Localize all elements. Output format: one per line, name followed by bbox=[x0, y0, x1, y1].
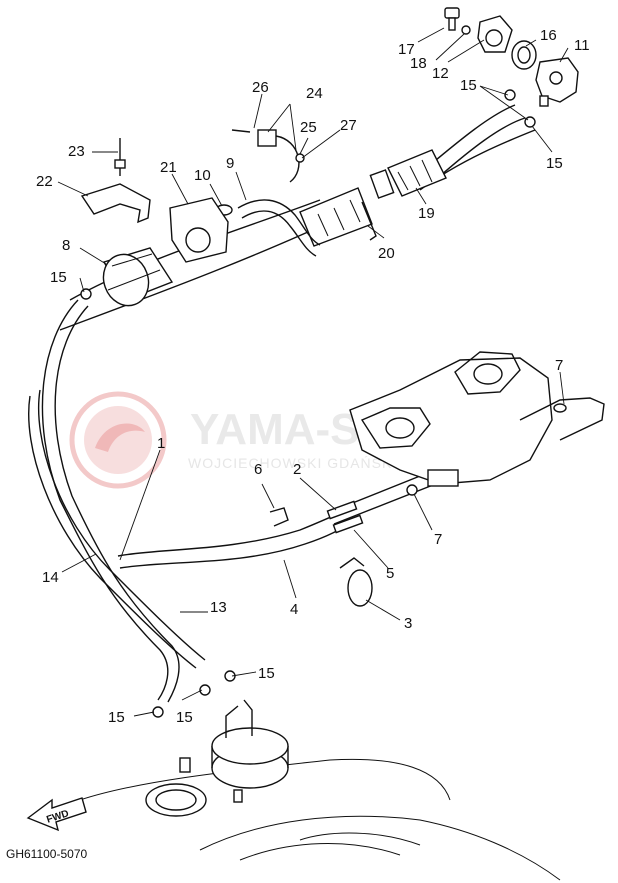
callout-23: 23 bbox=[68, 143, 85, 160]
protector-19-icon bbox=[387, 149, 447, 197]
callout-6: 6 bbox=[254, 461, 262, 478]
callout-11: 11 bbox=[574, 37, 590, 54]
callout-1: 1 bbox=[157, 435, 165, 452]
bolt-17-icon bbox=[444, 7, 460, 31]
clip-6-icon bbox=[269, 507, 289, 527]
hose-clamp-5-icon bbox=[326, 500, 364, 534]
stud-23-icon bbox=[114, 138, 126, 176]
filler-neck-icon bbox=[145, 783, 207, 817]
hose-protectors bbox=[299, 149, 447, 247]
fwd-arrow-icon: FWD bbox=[26, 797, 87, 832]
injector-icon bbox=[427, 469, 459, 487]
callout-9: 9 bbox=[226, 155, 234, 172]
clip-24-icon bbox=[257, 129, 277, 147]
callout-7b: 7 bbox=[434, 531, 442, 548]
callout-15e: 15 bbox=[108, 709, 125, 726]
clamp-15-icon bbox=[504, 89, 516, 101]
callout-8: 8 bbox=[62, 237, 70, 254]
sleeve-icon bbox=[369, 169, 395, 199]
callout-labels: 1 2 3 4 5 6 7 7 8 9 10 11 12 13 14 15 15… bbox=[36, 27, 590, 726]
callout-15d: 15 bbox=[258, 665, 275, 682]
callout-22: 22 bbox=[36, 173, 53, 190]
callout-18: 18 bbox=[410, 55, 427, 72]
callout-25: 25 bbox=[300, 119, 317, 136]
clamp-15-icon bbox=[152, 706, 164, 718]
bracket-21-icon bbox=[169, 197, 229, 263]
throttle-body-assembly bbox=[349, 351, 605, 496]
callout-5: 5 bbox=[386, 565, 394, 582]
regulator-assembly bbox=[419, 7, 579, 191]
callout-13: 13 bbox=[210, 599, 227, 616]
washer-25-icon bbox=[295, 153, 305, 163]
clamp-15-icon bbox=[199, 684, 211, 696]
callout-20: 20 bbox=[378, 245, 395, 262]
callout-14: 14 bbox=[42, 569, 59, 586]
clamp-15-icon bbox=[80, 288, 92, 300]
o-ring-16-icon bbox=[511, 40, 537, 70]
callout-19: 19 bbox=[418, 205, 435, 222]
callout-27: 27 bbox=[340, 117, 357, 134]
clamp-3-icon bbox=[339, 557, 373, 607]
screw-26-icon bbox=[231, 129, 251, 133]
callout-26: 26 bbox=[252, 79, 269, 96]
callout-15f: 15 bbox=[176, 709, 193, 726]
callout-24: 24 bbox=[306, 85, 323, 102]
clamp-7-icon bbox=[553, 403, 567, 413]
clamp-7-icon bbox=[406, 484, 418, 496]
fuel-tank-area bbox=[79, 670, 561, 881]
callout-12: 12 bbox=[432, 65, 449, 82]
fuel-pump-icon bbox=[211, 699, 289, 789]
callout-10: 10 bbox=[194, 167, 211, 184]
callout-15a: 15 bbox=[50, 269, 67, 286]
callout-15c: 15 bbox=[546, 155, 563, 172]
callout-17: 17 bbox=[398, 41, 415, 58]
hose-clamp-group bbox=[231, 129, 305, 183]
callout-2: 2 bbox=[293, 461, 301, 478]
callout-15b: 15 bbox=[460, 77, 477, 94]
fitting-icon bbox=[179, 757, 191, 773]
callout-4: 4 bbox=[290, 601, 298, 618]
fuel-filter-8-icon bbox=[80, 247, 174, 307]
callout-3: 3 bbox=[404, 615, 412, 632]
diagram-code: GH61100-5070 bbox=[6, 847, 87, 861]
hose-9-group bbox=[215, 199, 321, 257]
fitting-icon bbox=[233, 789, 243, 803]
washer-18-icon bbox=[461, 25, 471, 35]
callout-21: 21 bbox=[160, 159, 177, 176]
clamp-15-icon bbox=[224, 670, 236, 682]
cover-12-icon bbox=[477, 15, 513, 53]
regulator-11-icon bbox=[535, 57, 579, 107]
watermark-logo-icon bbox=[69, 391, 167, 489]
leader-lines bbox=[57, 27, 569, 717]
bracket-22-icon bbox=[80, 183, 151, 224]
callout-16: 16 bbox=[540, 27, 557, 44]
callout-7a: 7 bbox=[555, 357, 563, 374]
